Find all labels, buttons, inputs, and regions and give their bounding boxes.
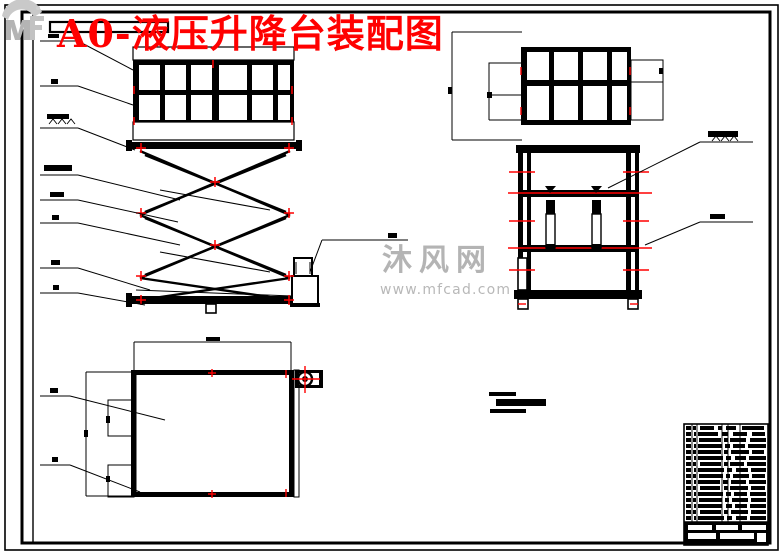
side-lower-stub bbox=[517, 257, 528, 291]
side-leader-lines bbox=[607, 131, 753, 246]
side-base-frame bbox=[514, 290, 642, 310]
side-elevation-view bbox=[448, 31, 753, 310]
plan-outer-rect bbox=[131, 369, 300, 498]
title-block-footer bbox=[684, 521, 768, 545]
title-block bbox=[683, 423, 769, 546]
hydraulic-cylinders bbox=[545, 186, 602, 251]
front-base-frame bbox=[126, 289, 302, 314]
scissor-arms bbox=[139, 149, 291, 302]
scissor-bracing bbox=[159, 189, 271, 273]
side-center-marks bbox=[509, 67, 649, 305]
plan-leader-lines bbox=[40, 388, 166, 493]
plan-top-dimension bbox=[133, 337, 292, 372]
front-platform-deck bbox=[126, 140, 302, 151]
side-vertical-posts bbox=[518, 153, 639, 298]
plan-pump-detail bbox=[292, 366, 323, 393]
bom-column-rules bbox=[691, 424, 741, 522]
motor-leader-line bbox=[309, 233, 408, 273]
technical-notes-block bbox=[489, 392, 546, 413]
front-elevation-view bbox=[40, 34, 408, 314]
front-guardrail bbox=[132, 46, 295, 141]
sheet-border bbox=[4, 4, 779, 551]
front-leader-lines bbox=[40, 34, 181, 306]
plan-left-dimension bbox=[84, 371, 135, 498]
drawing-title: A0-液压升降台装配图 bbox=[57, 11, 444, 56]
side-crossbeams bbox=[508, 190, 652, 252]
plan-view bbox=[40, 337, 323, 498]
front-pivot-marks bbox=[133, 60, 294, 305]
side-guardrail bbox=[521, 47, 631, 125]
side-platform-deck bbox=[516, 145, 640, 153]
plan-center-marks bbox=[208, 369, 287, 498]
motor-pump-unit bbox=[290, 257, 320, 307]
side-dimension-frames bbox=[448, 31, 664, 141]
bom-table bbox=[686, 426, 766, 520]
